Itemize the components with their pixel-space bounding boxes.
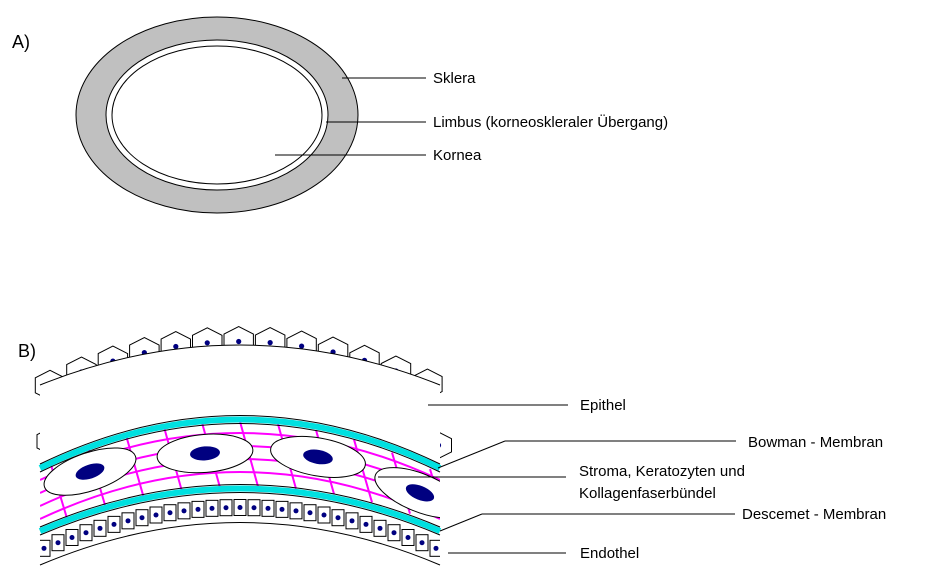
endothel-nucleus	[168, 510, 173, 515]
endothel-nucleus	[140, 515, 145, 520]
epithel-nucleus	[173, 344, 178, 349]
endothel-nucleus	[350, 518, 355, 523]
epithel-nucleus	[299, 344, 304, 349]
endothel-nucleus	[266, 506, 271, 511]
endothel-nucleus	[112, 522, 117, 527]
endothel-nucleus	[98, 526, 103, 531]
endothel-nucleus	[336, 515, 341, 520]
bowman-label: Bowman - Membran	[748, 434, 883, 451]
endothel-nucleus	[238, 505, 243, 510]
endothel-label: Endothel	[580, 545, 639, 562]
endothel-nucleus	[420, 540, 425, 545]
endothel-nucleus	[308, 510, 313, 515]
endothel-nucleus	[196, 507, 201, 512]
descemet-pointer-a	[440, 514, 482, 531]
endothel-nucleus	[434, 546, 439, 551]
epithel-nucleus	[268, 340, 273, 345]
kornea-label: Kornea	[433, 147, 482, 164]
endothel-nucleus	[126, 518, 131, 523]
endothel-nucleus	[378, 526, 383, 531]
endothel-nucleus	[182, 508, 187, 513]
endothel-nucleus	[210, 506, 215, 511]
limbus-label: Limbus (korneoskleraler Übergang)	[433, 113, 668, 131]
panel-a-letter: A)	[12, 32, 30, 52]
endothel-nucleus	[154, 512, 159, 517]
stroma-label-line1: Stroma, Keratozyten und	[579, 463, 745, 480]
endothel-nucleus	[280, 507, 285, 512]
endothel-nucleus	[364, 522, 369, 527]
epithel-nucleus	[205, 340, 210, 345]
panel-b-letter: B)	[18, 341, 36, 361]
kornea-disc	[112, 46, 322, 184]
endothel-nucleus	[322, 512, 327, 517]
epithel-label: Epithel	[580, 397, 626, 414]
endothel-nucleus	[224, 505, 229, 510]
eye-front-view	[76, 17, 358, 213]
sklera-label: Sklera	[433, 70, 476, 87]
endothel-nucleus	[392, 530, 397, 535]
endothel-nucleus	[70, 535, 75, 540]
endothel-nucleus	[42, 546, 47, 551]
descemet-label: Descemet - Membran	[742, 506, 886, 523]
cornea-cross-section	[35, 327, 471, 566]
endothel-nucleus	[84, 530, 89, 535]
endothel-nucleus	[294, 508, 299, 513]
endothel-nucleus	[56, 540, 61, 545]
stroma-label-line2: Kollagenfaserbündel	[579, 485, 716, 502]
endothel-nucleus	[406, 535, 411, 540]
endothel-nucleus	[252, 505, 257, 510]
epithel-nucleus	[236, 339, 241, 344]
